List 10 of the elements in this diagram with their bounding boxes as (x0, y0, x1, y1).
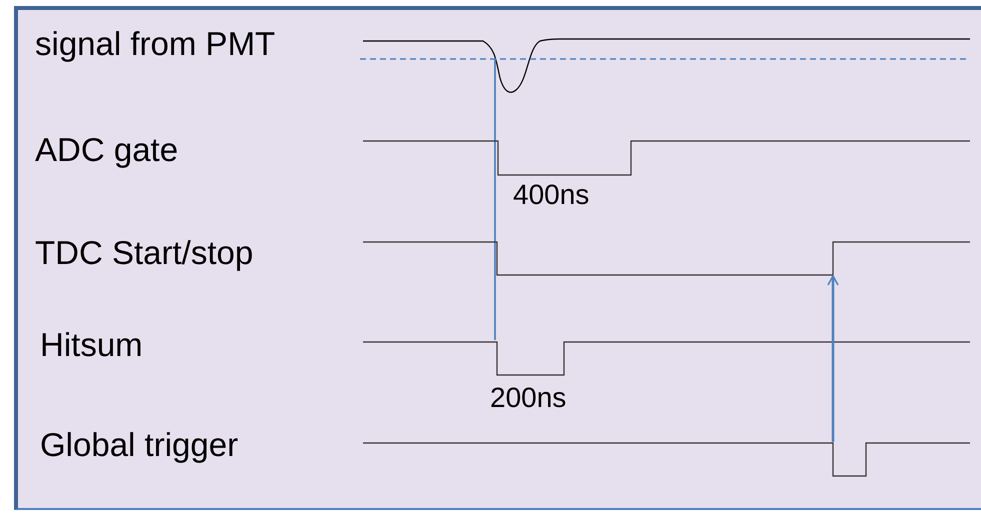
signal-label: Global trigger (40, 428, 238, 461)
tdc-waveform (363, 241, 970, 276)
arrow (827, 275, 839, 442)
signal-label: Hitsum (40, 328, 143, 361)
duration-label: 400ns (513, 181, 590, 209)
duration-label: 200ns (490, 384, 566, 412)
signal-label: TDC Start/stop (35, 236, 254, 269)
trigger-waveform (363, 442, 970, 477)
signal-label: signal from PMT (35, 27, 276, 60)
signal-label: ADC gate (35, 133, 178, 166)
